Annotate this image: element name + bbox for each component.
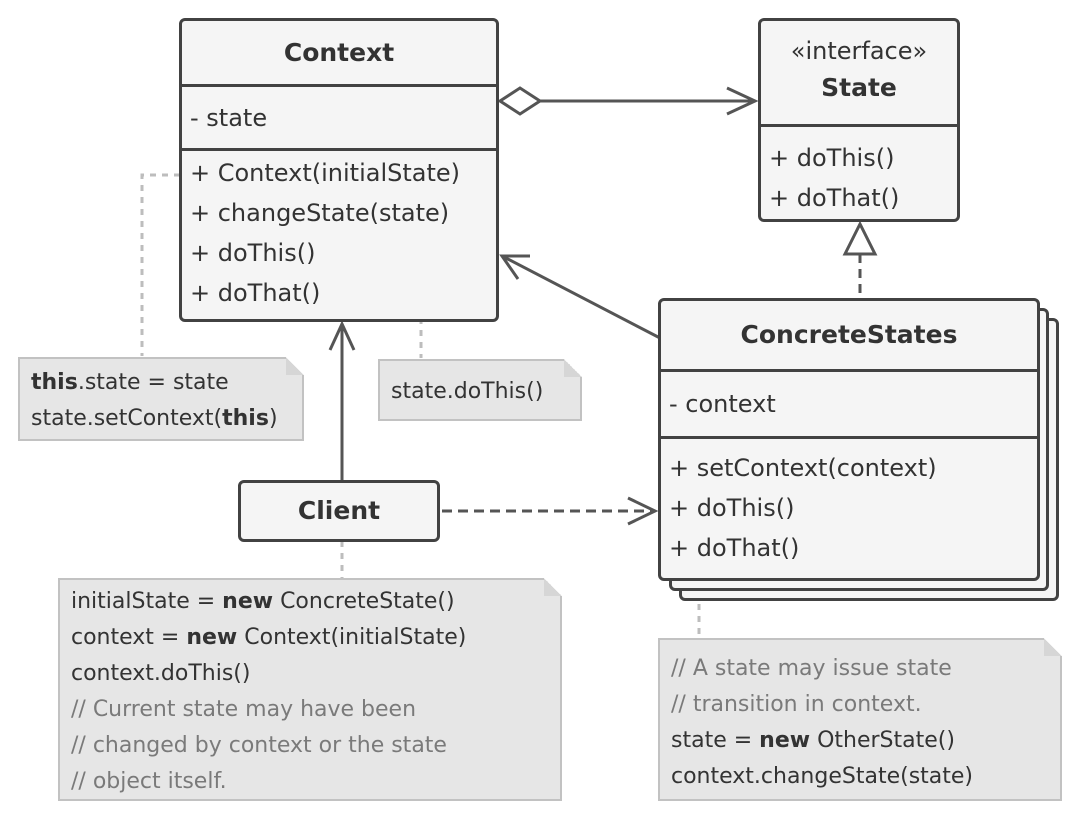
dothis-note: state.doThis(): [378, 359, 582, 421]
state-method-dothis: + doThis(): [769, 144, 895, 172]
client-class[interactable]: Client: [238, 480, 440, 542]
concrete-states-header: ConcreteStates: [661, 301, 1037, 369]
state-methods: + doThis() + doThat(): [761, 124, 957, 218]
note-fold-corner: [286, 357, 304, 375]
concrete-field-context: - context: [669, 390, 776, 418]
concrete-to-context-arrowhead: [499, 254, 530, 280]
client-note-line-1: initialState = new ConcreteState(): [71, 589, 455, 614]
concrete-states-methods: + setContext(context) + doThis() + doTha…: [661, 436, 1037, 568]
state-interface-title: State: [821, 73, 897, 102]
dothis-note-line-1: state.doThis(): [391, 379, 544, 404]
context-class-title: Context: [283, 38, 395, 67]
context-method-changestate: + changeState(state): [190, 199, 450, 227]
concrete-states-title: ConcreteStates: [740, 320, 958, 349]
note-fold-corner: [1044, 638, 1062, 656]
note-fold-corner: [564, 359, 582, 377]
concrete-states-fields: - context: [661, 369, 1037, 436]
client-note-comment-1: // Current state may have been: [71, 697, 417, 722]
context-method-dothat: + doThat(): [190, 279, 321, 307]
realization-triangle: [842, 220, 878, 256]
concrete-method-setcontext: + setContext(context): [669, 454, 937, 482]
note-fold-corner: [544, 578, 562, 596]
context-class-header: Context: [182, 21, 496, 84]
state-method-dothat: + doThat(): [769, 184, 900, 212]
client-note-comment-2: // changed by context or the state: [71, 733, 447, 758]
client-class-title: Client: [297, 496, 381, 525]
ctor-note-anchor: [140, 173, 180, 356]
client-to-context-arrowhead: [328, 320, 356, 351]
state-interface[interactable]: «interface» State + doThis() + doThat(): [758, 18, 960, 222]
concrete-states-class[interactable]: ConcreteStates - context + setContext(co…: [658, 298, 1040, 581]
constructor-note-line-2: state.setContext(this): [31, 406, 278, 431]
client-note-comment-3: // object itself.: [71, 769, 227, 794]
client-note-line-2: context = new Context(initialState): [71, 625, 467, 650]
concrete-note-line-4: context.changeState(state): [671, 764, 974, 789]
concrete-to-context-line: [501, 254, 661, 340]
context-fields: - state: [182, 84, 496, 148]
context-method-constructor: + Context(initialState): [190, 159, 461, 187]
context-methods: + Context(initialState) + changeState(st…: [182, 148, 496, 313]
state-stereotype: «interface»: [790, 37, 928, 65]
context-class[interactable]: Context - state + Context(initialState) …: [179, 18, 499, 322]
concrete-method-dothis: + doThis(): [669, 494, 795, 522]
client-to-concrete-arrowhead: [627, 496, 659, 526]
client-note-line-3: context.doThis(): [71, 661, 251, 686]
client-note: initialState = new ConcreteState() conte…: [58, 578, 562, 801]
concrete-method-dothat: + doThat(): [669, 534, 800, 562]
state-interface-header: «interface» State: [761, 21, 957, 124]
concrete-note-line-3: state = new OtherState(): [671, 728, 955, 753]
constructor-note-line-1: this.state = state: [31, 370, 229, 395]
concrete-note-comment-1: // A state may issue state: [671, 656, 952, 681]
context-method-dothis: + doThis(): [190, 239, 316, 267]
concrete-note-comment-2: // transition in context.: [671, 692, 922, 717]
aggregation-arrowhead: [726, 86, 759, 116]
constructor-note: this.state = state state.setContext(this…: [18, 357, 304, 441]
aggregation-diamond: [497, 86, 543, 116]
context-field-state: - state: [190, 104, 268, 132]
concrete-states-note: // A state may issue state // transition…: [658, 638, 1062, 801]
